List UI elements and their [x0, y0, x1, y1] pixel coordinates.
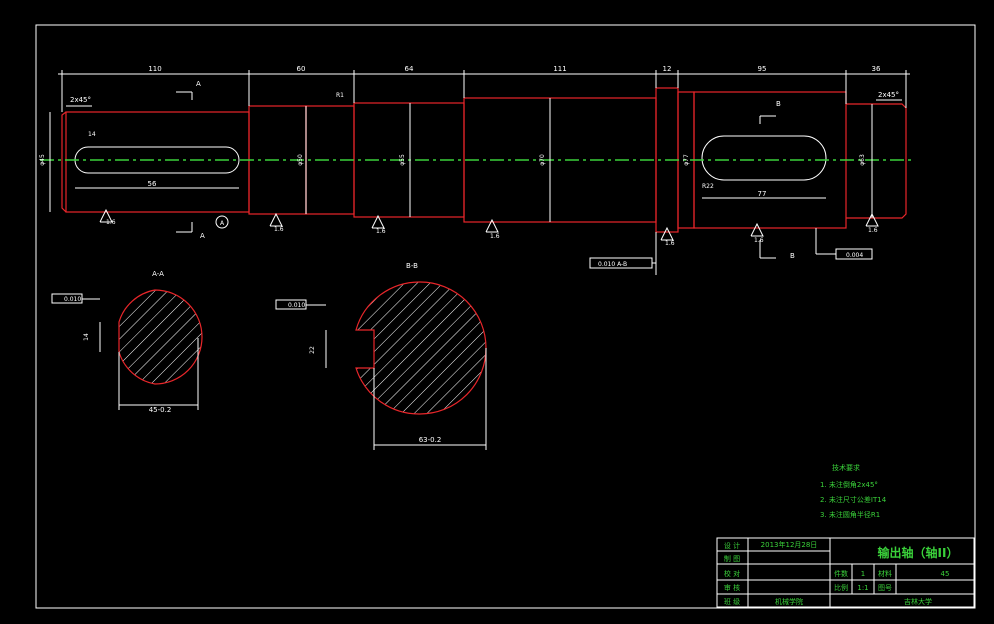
- svg-text:1.6: 1.6: [274, 226, 284, 233]
- section-bb-bottom: 63-0.2: [419, 436, 442, 444]
- section-b-bottom: B: [790, 252, 795, 260]
- svg-text:1.6: 1.6: [376, 228, 386, 235]
- section-aa-title: A-A: [152, 270, 164, 278]
- tolerance-center: 0.010 A-B: [598, 261, 627, 268]
- svg-text:1.6: 1.6: [754, 237, 764, 244]
- svg-text:制 图: 制 图: [724, 554, 740, 563]
- school-name: 吉林大学: [904, 597, 932, 606]
- svg-text:1.6: 1.6: [665, 240, 675, 247]
- fillet-label: R1: [336, 92, 344, 99]
- dia-6: φ63: [859, 154, 866, 166]
- dia-3: φ55: [399, 154, 406, 166]
- material-value: 45: [941, 570, 950, 578]
- svg-text:1.6: 1.6: [868, 227, 878, 234]
- part-name: 输出轴（轴II）: [878, 545, 959, 560]
- chamfer-left-label: 2x45°: [70, 96, 91, 104]
- note-2: 2. 未注尺寸公差IT14: [820, 495, 887, 504]
- svg-text:材料: 材料: [878, 569, 892, 578]
- section-bb: B-B 0.010 22 63-0.2: [275, 262, 487, 450]
- note-1: 1. 未注倒角2x45°: [820, 480, 878, 489]
- shaft-segment-8: [846, 103, 907, 219]
- technical-notes: 技术要求 1. 未注倒角2x45° 2. 未注尺寸公差IT14 3. 未注圆角半…: [820, 463, 887, 519]
- datum-a-label: A: [220, 220, 225, 227]
- keyway-2-length: 77: [758, 190, 767, 198]
- shaft-segment-1: [65, 111, 250, 213]
- svg-text:1.6: 1.6: [490, 233, 500, 240]
- keyway-2-width: R22: [702, 183, 714, 190]
- note-3: 3. 未注圆角半径R1: [820, 510, 880, 519]
- svg-text:班 级: 班 级: [724, 597, 740, 606]
- dim-len-36: 36: [872, 65, 881, 73]
- section-aa: A-A 0.010 14 45-0.2: [51, 270, 203, 414]
- dim-len-60: 60: [297, 65, 306, 73]
- chamfer-right-label: 2x45°: [878, 91, 899, 99]
- keyway-1-width: 14: [88, 131, 96, 138]
- titleblock-date: 2013年12月28日: [761, 540, 818, 549]
- svg-text:图号: 图号: [878, 584, 892, 592]
- roughness-marks: 1.6 1.6 1.6 1.6 1.6 1.6 1.6: [99, 208, 879, 247]
- datum-a-circle: [215, 215, 229, 229]
- dia-left: φ45: [39, 154, 46, 166]
- section-a-bottom: A: [200, 232, 205, 240]
- dim-len-64: 64: [405, 65, 414, 73]
- dim-len-12: 12: [663, 65, 672, 73]
- section-bb-side: 22: [309, 346, 316, 354]
- section-aa-bottom: 45-0.2: [149, 406, 172, 414]
- shaft-main-view: [40, 87, 915, 233]
- dia-4: φ70: [539, 154, 546, 166]
- drawing-frame: [35, 24, 976, 609]
- dim-len-95: 95: [758, 65, 767, 73]
- svg-text:审 核: 审 核: [724, 583, 740, 592]
- dia-2: φ50: [297, 154, 304, 166]
- dia-5: φ77: [683, 154, 690, 166]
- scale-value: 1:1: [857, 584, 868, 592]
- svg-text:0.010: 0.010: [64, 296, 81, 303]
- svg-text:校 对: 校 对: [724, 569, 740, 578]
- keyway-2: [701, 135, 827, 181]
- title-block: 设 计 制 图 校 对 审 核 班 级 2013年12月28日 机械学院 输出轴…: [716, 537, 975, 608]
- svg-text:1.6: 1.6: [106, 219, 116, 226]
- svg-text:0.010: 0.010: [288, 302, 305, 309]
- section-b-top: B: [776, 100, 781, 108]
- top-dimensions: 110 60 64 111 12 95 36: [58, 65, 910, 112]
- qty-value: 1: [861, 570, 865, 578]
- tolerance-right: 0.004: [846, 252, 863, 259]
- section-bb-title: B-B: [406, 262, 418, 270]
- svg-text:设 计: 设 计: [724, 541, 740, 550]
- shaft-chamfer-left: [61, 111, 67, 213]
- notes-title: 技术要求: [832, 463, 860, 472]
- svg-text:件数: 件数: [834, 569, 848, 578]
- section-aa-side: 14: [83, 333, 90, 341]
- titleblock-class: 机械学院: [775, 597, 803, 606]
- section-a-top: A: [196, 80, 201, 88]
- keyway-1-length: 56: [148, 180, 157, 188]
- dim-len-110: 110: [148, 65, 161, 73]
- svg-text:比例: 比例: [834, 583, 848, 592]
- dim-len-111: 111: [553, 65, 566, 73]
